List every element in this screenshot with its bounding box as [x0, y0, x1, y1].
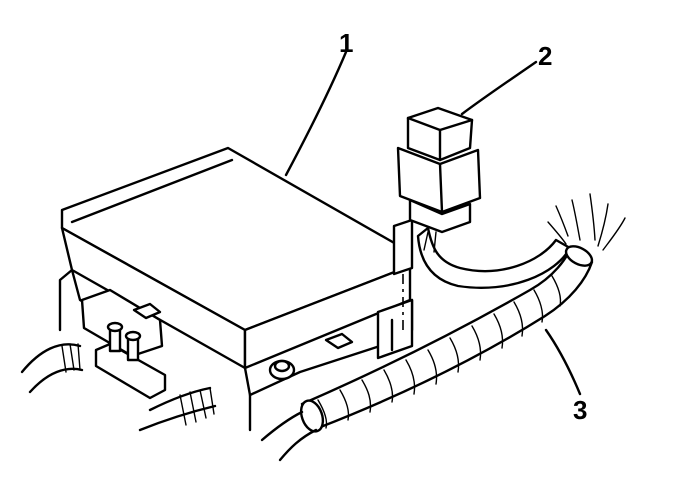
relay-bracket [392, 218, 414, 276]
wiring-harness [260, 245, 594, 462]
callout-1-label: 1 [339, 28, 354, 58]
relay [396, 106, 572, 289]
wire-strands-top-right [547, 193, 626, 251]
callout-2-label: 2 [538, 41, 553, 71]
junction-block [20, 146, 414, 432]
leader-line-2 [460, 60, 538, 116]
callout-3-label: 3 [573, 395, 588, 425]
leader-line-1 [284, 50, 348, 177]
leader-line-3 [544, 328, 582, 396]
